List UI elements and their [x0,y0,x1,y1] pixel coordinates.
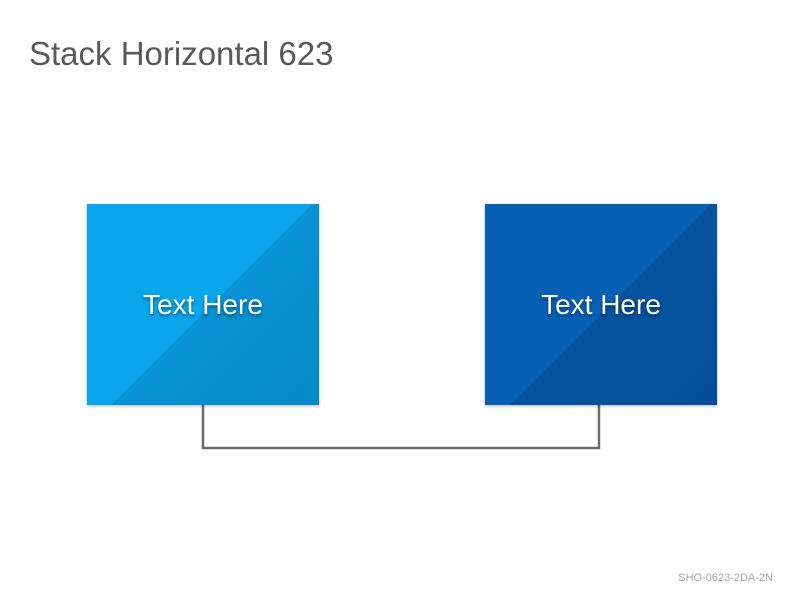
box-label: Text Here [541,288,661,320]
slide-title: Stack Horizontal 623 [29,35,334,72]
diagram-box-right: Text Here [485,204,717,405]
diagram-box-left: Text Here [87,204,319,405]
box-label: Text Here [143,288,263,320]
slide-code: SHO-0623-2DA-2N [678,572,773,584]
